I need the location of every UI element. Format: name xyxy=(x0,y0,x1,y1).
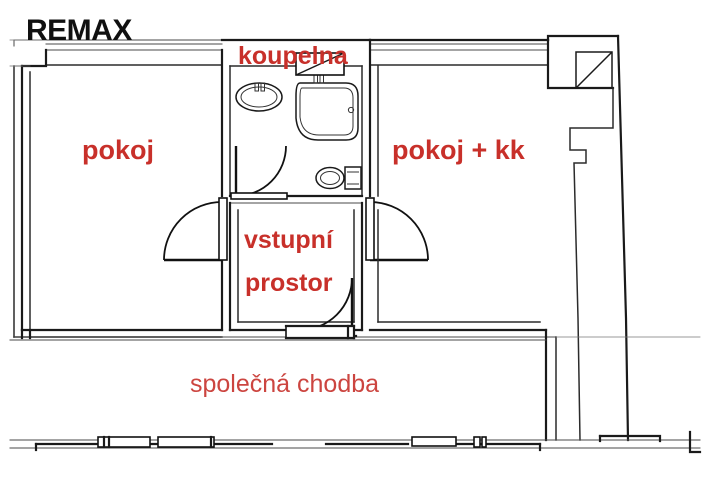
bathtub-fixture xyxy=(295,52,359,141)
room-label-vstupni-prostor-line1: vstupní xyxy=(244,226,333,254)
room-label-spolecna-chodba: společná chodba xyxy=(190,370,380,398)
room-label-koupelna: koupelna xyxy=(238,42,348,70)
plan-edge-hairlines xyxy=(9,39,701,338)
toilet-fixture xyxy=(315,166,362,190)
room-outline-pokoj xyxy=(13,48,231,338)
room-label-pokoj-kk: pokoj + kk xyxy=(392,135,525,165)
corridor-openings xyxy=(97,435,487,449)
corridor-right-stub xyxy=(598,430,702,454)
room-outline-pokoj-kk xyxy=(368,34,630,442)
door-koupelna xyxy=(230,145,288,200)
remax-watermark: REMAX xyxy=(26,14,132,47)
room-label-vstupni-prostor-line2: prostor xyxy=(245,269,333,297)
top-window-band-right xyxy=(369,39,549,66)
washbasin-fixture xyxy=(235,82,283,112)
room-outline-spolecna-chodba xyxy=(9,339,701,452)
shaft-fixture xyxy=(575,51,613,89)
top-window-band-left xyxy=(13,39,223,66)
room-label-pokoj: pokoj xyxy=(82,135,154,165)
door-pokoj xyxy=(163,197,228,262)
corridor-top-openings xyxy=(20,324,356,340)
door-pokoj-kk xyxy=(365,197,429,262)
